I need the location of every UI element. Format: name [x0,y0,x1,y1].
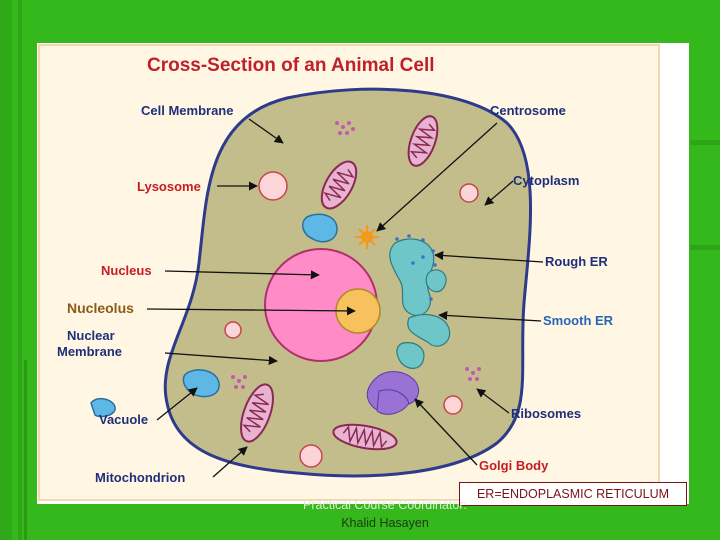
label-rough-er: Rough ER [545,254,608,269]
label-nuclear-membrane-2: Membrane [57,344,122,359]
centrosome-shape [355,225,379,249]
pointer-lines [146,118,544,478]
label-centrosome: Centrosome [490,103,566,118]
label-nucleus: Nucleus [101,263,152,278]
slide-footer: Practical Course Coordinator: Khalid Has… [280,496,490,532]
label-vacuole: Vacuole [99,412,148,427]
golgi-body-shape [366,371,419,415]
ribosome-dots [231,121,481,389]
er-abbreviation-note: ER=ENDOPLASMIC RETICULUM [459,482,687,506]
mitochondria-shapes [240,115,439,451]
cell-diagram: Cross-Section of an Animal Cell [38,44,660,501]
label-lysosome: Lysosome [137,179,201,194]
label-cell-membrane: Cell Membrane [141,103,233,118]
diagram-title: Cross-Section of an Animal Cell [147,55,435,76]
label-ribosomes: Ribosomes [511,406,581,421]
footer-coordinator-label: Practical Course Coordinator: [303,498,467,512]
label-mitochondrion: Mitochondrion [95,470,185,485]
label-nucleolus: Nucleolus [67,300,134,316]
label-smooth-er: Smooth ER [543,313,614,328]
label-golgi-body: Golgi Body [479,458,549,473]
lysosome-shapes [224,171,479,468]
label-nuclear-membrane-1: Nuclear [67,328,115,343]
footer-coordinator-name: Khalid Hasayen [341,516,429,530]
label-cytoplasm: Cytoplasm [513,173,579,188]
cell-diagram-image: Cross-Section of an Animal Cell [37,43,689,504]
vacuole-shapes [90,213,338,418]
